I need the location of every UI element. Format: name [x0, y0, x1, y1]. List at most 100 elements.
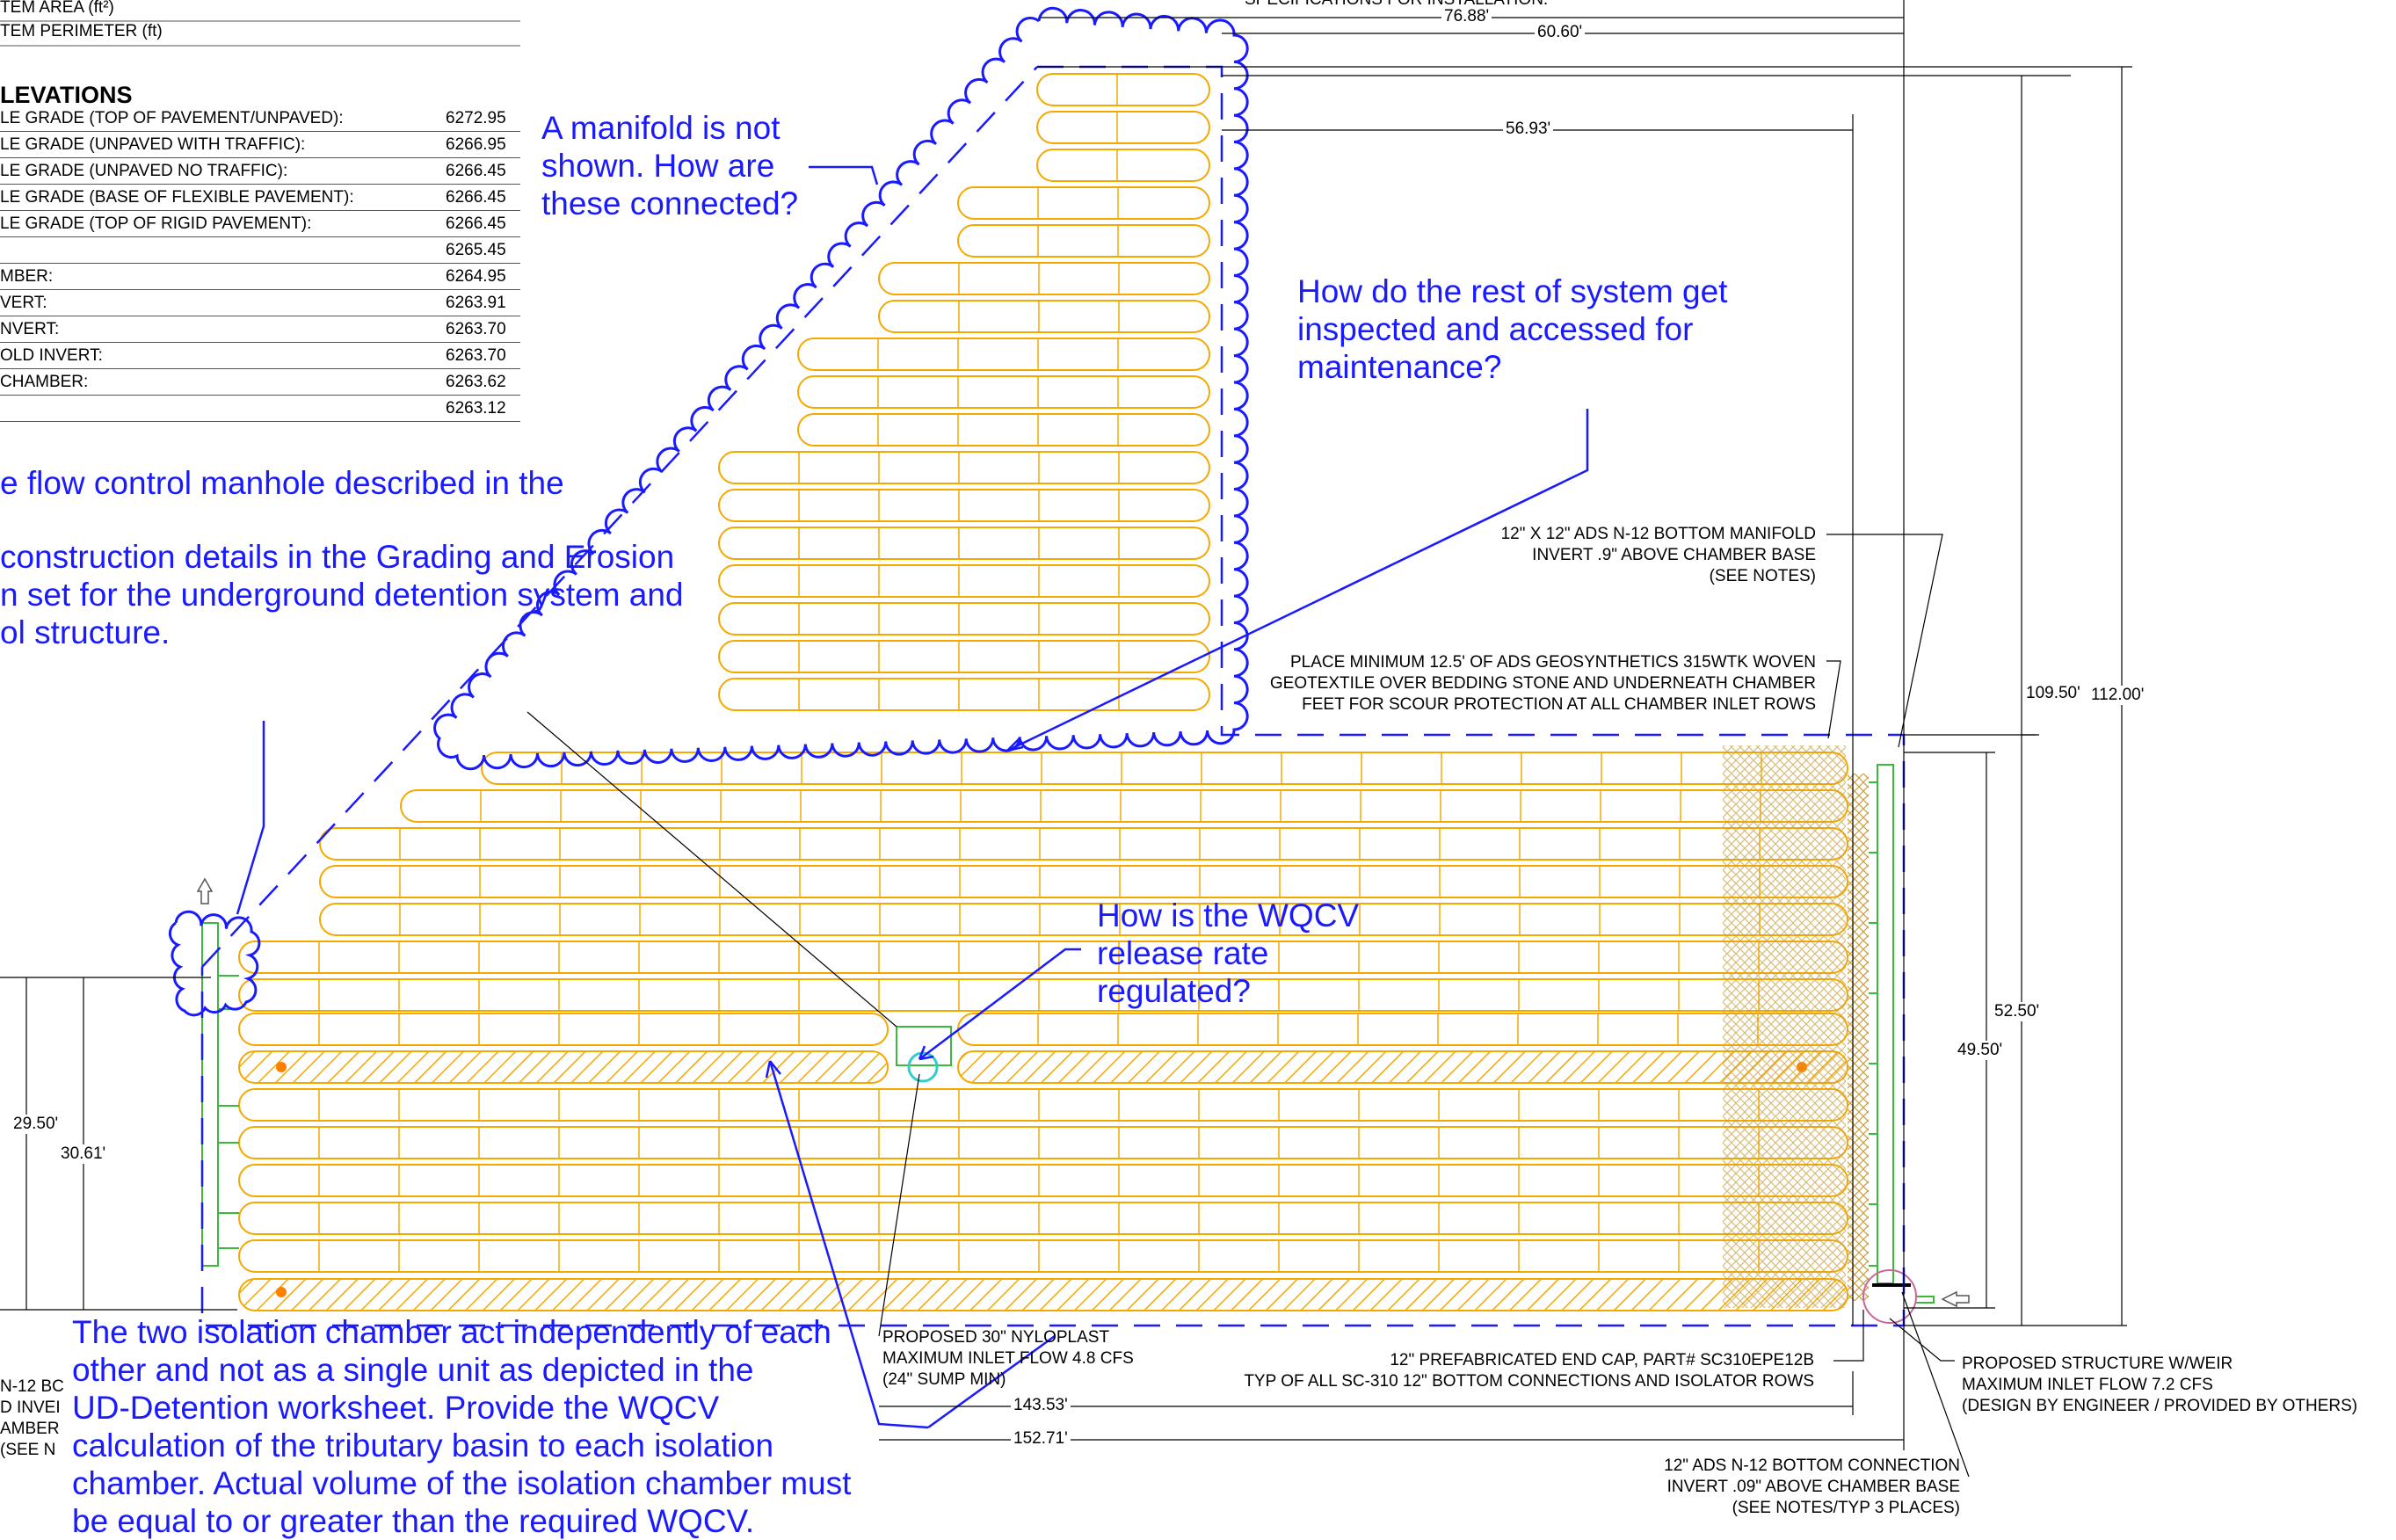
chamber-row	[957, 1013, 1848, 1046]
chamber-row	[400, 789, 1848, 823]
dim-76-88: 76.88'	[1441, 7, 1492, 26]
elevation-value: 6266.45	[446, 162, 506, 180]
comment-flow-control: e flow control manhole described in the	[0, 465, 564, 501]
chamber-row	[718, 640, 1210, 673]
elevation-value: 6266.45	[446, 188, 506, 207]
comment-isolation: The two isolation chamber act independen…	[72, 1314, 852, 1539]
elevation-row: NVERT: 6263.70	[0, 316, 520, 343]
chamber-row	[238, 1164, 1848, 1197]
elevation-value: 6263.91	[446, 294, 506, 312]
dim-152-71: 152.71'	[1011, 1429, 1071, 1449]
chamber-row	[319, 865, 1848, 898]
elevation-label: OLD INVERT:	[0, 346, 103, 365]
elevation-row: MBER: 6264.95	[0, 264, 520, 290]
chamber-row	[957, 224, 1210, 258]
chamber-row	[718, 678, 1210, 711]
chamber-row	[797, 375, 1210, 409]
chamber-row	[238, 941, 1848, 974]
elevation-row: VERT: 6263.91	[0, 290, 520, 316]
inspection-port-marker	[276, 1062, 287, 1072]
chamber-row	[238, 978, 1848, 1012]
elevation-row: 6263.12	[0, 396, 520, 422]
comment-construction: construction details in the Grading and …	[0, 539, 684, 650]
elevation-row: LE GRADE (TOP OF PAVEMENT/UNPAVED): 6272.…	[0, 105, 520, 132]
weir-structure	[1862, 1269, 1917, 1324]
chamber-row	[718, 489, 1210, 522]
chamber-row	[718, 602, 1210, 636]
chamber-row	[878, 262, 1210, 295]
summary-table-lines	[0, 20, 520, 47]
elevation-label: LE GRADE (UNPAVED NO TRAFFIC):	[0, 162, 288, 180]
dim-52-50: 52.50'	[1992, 1002, 2043, 1021]
outlet-arrow	[1941, 1290, 1970, 1308]
dim-143-53: 143.53'	[1011, 1396, 1071, 1415]
elevation-row: 6265.45	[0, 237, 520, 264]
manifold-piping	[201, 764, 1935, 1304]
chamber-row	[1036, 149, 1210, 182]
dim-49-50: 49.50'	[1955, 1041, 2006, 1060]
elevation-value: 6263.70	[446, 320, 506, 338]
scour-protection-zone-right	[1848, 774, 1869, 1301]
summary-row-area: TEM AREA (ft²)	[0, 0, 114, 17]
chamber-row	[238, 1088, 1848, 1122]
chamber-row	[878, 300, 1210, 333]
elevation-row: LE GRADE (BASE OF FLEXIBLE PAVEMENT): 626…	[0, 185, 520, 211]
scour-protection-zone	[1723, 745, 1846, 1308]
elevation-value: 6265.45	[446, 241, 506, 259]
comment-leaders	[236, 165, 1589, 1429]
elevation-label: LE GRADE (TOP OF PAVEMENT/UNPAVED):	[0, 109, 344, 127]
elevation-label: LE GRADE (TOP OF RIGID PAVEMENT):	[0, 214, 312, 233]
inspection-port-marker	[276, 1287, 287, 1297]
elevation-value: 6263.70	[446, 346, 506, 365]
elevation-value: 6272.95	[446, 109, 506, 127]
revision-cloud-small	[168, 910, 261, 1017]
chamber-row	[319, 903, 1848, 936]
elevation-label: VERT:	[0, 294, 47, 312]
summary-row-perimeter: TEM PERIMETER (ft)	[0, 22, 163, 40]
dim-29-50: 29.50'	[11, 1115, 62, 1134]
elevation-label: LE GRADE (BASE OF FLEXIBLE PAVEMENT):	[0, 188, 354, 207]
chamber-row	[957, 186, 1210, 220]
dim-60-60: 60.60'	[1535, 23, 1586, 42]
elevation-row: OLD INVERT: 6263.70	[0, 343, 520, 369]
chamber-row	[238, 1126, 1848, 1159]
elevation-label: CHAMBER:	[0, 373, 89, 391]
dim-112-00: 112.00'	[2088, 686, 2147, 705]
chamber-row	[238, 1013, 889, 1046]
chamber-row	[797, 413, 1210, 447]
chamber-row	[718, 564, 1210, 598]
elevation-row: LE GRADE (UNPAVED WITH TRAFFIC):6266.95	[0, 132, 520, 158]
elevation-row: CHAMBER: 6263.62	[0, 369, 520, 396]
elevation-value: 6264.95	[446, 267, 506, 286]
inlet-arrow	[196, 877, 214, 904]
revision-cloud-triangle	[433, 6, 1249, 771]
chamber-row	[481, 752, 1848, 785]
elevations-table: LE GRADE (TOP OF PAVEMENT/UNPAVED): 6272.…	[0, 105, 520, 422]
chamber-row	[1036, 111, 1210, 144]
isolation-row-upper-left	[238, 1050, 889, 1084]
note-geotextile: PLACE MINIMUM 12.5' OF ADS GEOSYNTHETICS…	[1269, 653, 1816, 714]
chamber-row	[238, 1239, 1848, 1273]
note-endcap: 12" PREFABRICATED END CAP, PART# SC310EP…	[1244, 1351, 1814, 1391]
chamber-row	[718, 527, 1210, 560]
dim-30-61: 30.61'	[58, 1144, 109, 1164]
dim-56-93: 56.93'	[1503, 120, 1554, 139]
elevation-label: NVERT:	[0, 320, 60, 338]
isolation-row-upper-right	[957, 1050, 1848, 1084]
elevation-label: MBER:	[0, 267, 54, 286]
chamber-row	[319, 827, 1848, 861]
isolation-row-lower	[238, 1278, 1848, 1311]
elevation-value: 6263.62	[446, 373, 506, 391]
chamber-row	[718, 451, 1210, 484]
elevations-title: LEVATIONS	[0, 82, 133, 108]
chamber-row	[1036, 73, 1210, 106]
